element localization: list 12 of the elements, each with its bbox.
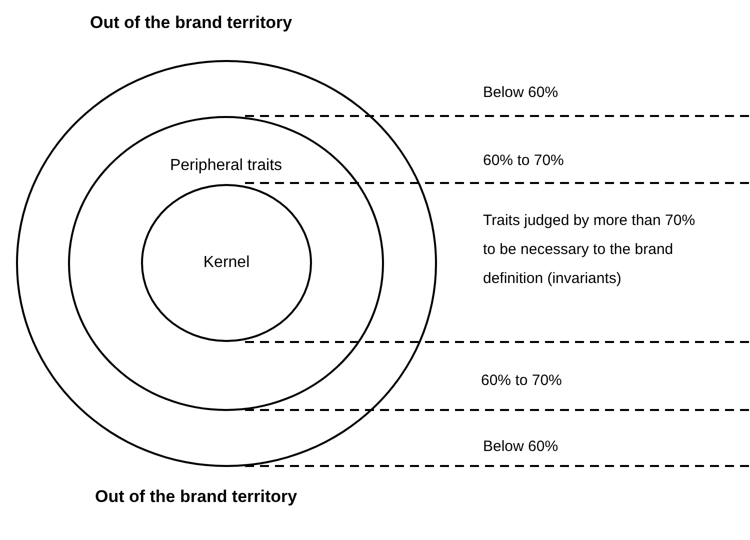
- percentage-label: Below 60%: [483, 437, 560, 457]
- ellipse-label: Kernel: [202, 253, 251, 273]
- percentage-label: 60% to 70%: [481, 371, 563, 391]
- territory-heading: Out of the brand territory: [90, 12, 294, 34]
- percentage-label: Below 60%: [483, 83, 560, 103]
- percentage-label: 60% to 70%: [483, 151, 565, 171]
- middle-ellipse: [68, 116, 384, 411]
- percentage-label: Traits judged by more than 70% to be necessary to the brand definition (invariants): [483, 211, 696, 289]
- ellipse-label: Peripheral traits: [168, 156, 284, 176]
- territory-heading: Out of the brand territory: [95, 486, 298, 508]
- inner-ellipse: [141, 184, 312, 342]
- outer-ellipse: [16, 60, 437, 467]
